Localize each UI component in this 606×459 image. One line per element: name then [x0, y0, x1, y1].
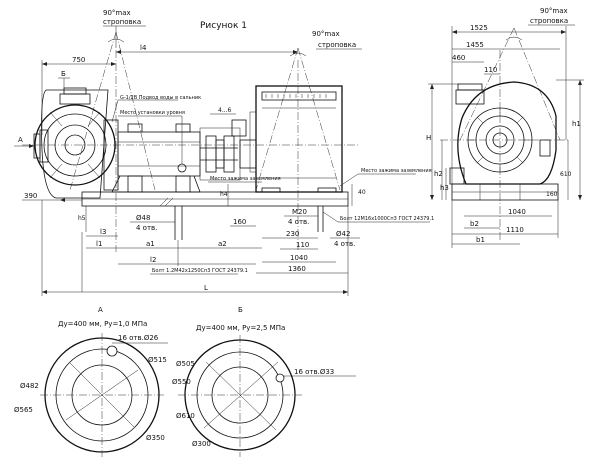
- rigging-text-right: строповка: [530, 17, 568, 25]
- dim-b2: b2: [470, 220, 479, 228]
- dim-1525: 1525: [470, 24, 488, 32]
- dim-a2: a2: [218, 240, 227, 248]
- dim-40: 40: [358, 189, 366, 196]
- dim-holes-left: 4 отв.: [136, 224, 157, 232]
- rigging-angle-mid: 90°max: [312, 30, 340, 38]
- dim-4-6: 4...6: [218, 107, 232, 114]
- note-grounding-top: Место зажима заземления: [361, 168, 432, 174]
- dim-l1: l1: [96, 240, 102, 248]
- flange-a-holes: 16 отв.Ø26: [118, 334, 159, 342]
- dim-1040: 1040: [290, 254, 308, 262]
- dim-h2: h2: [434, 170, 443, 178]
- rigging-triangle-mid: [255, 47, 341, 191]
- note-grounding-bottom: Место зажима заземления: [210, 176, 281, 182]
- flange-b-holes: 16 отв.Ø33: [294, 368, 334, 376]
- flange-b-bolt-hole: [275, 373, 285, 383]
- rigging-triangle-right: [459, 27, 561, 141]
- flange-a-detail: А Ду=400 мм, Ру=1,0 МПа 16 отв.Ø26 Ø515 …: [14, 306, 168, 457]
- side-dimensions: 1525 1455 460 110 H h2 h3 h1 610 160 104…: [426, 24, 584, 248]
- rigging-angle-right: 90°max: [540, 7, 568, 15]
- dim-b1: b1: [476, 236, 485, 244]
- dim-holes-right: 4 отв.: [334, 240, 355, 248]
- dim-h3: h3: [440, 184, 449, 192]
- dim-160: 160: [233, 218, 246, 226]
- dim-160-side: 160: [546, 191, 558, 198]
- dim-l3: l3: [100, 228, 106, 236]
- note-water-supply: G-1/2В Подвод воды в сальник: [120, 95, 201, 101]
- coupling-right: [223, 135, 235, 173]
- dim-h1: h1: [572, 120, 581, 128]
- figure-title: Рисунок 1: [200, 21, 247, 31]
- dim-460: 460: [452, 54, 465, 62]
- flange-a-d565: Ø565: [14, 406, 33, 414]
- rigging-label-left: 90°max строповка: [103, 9, 146, 27]
- dim-a1: a1: [146, 240, 155, 248]
- front-dimensions: l4 750 Б А 390 G-1/2В Подвод воды в саль…: [14, 44, 434, 296]
- flange-b-d505: Ø505: [176, 360, 195, 368]
- dim-1360: 1360: [288, 265, 306, 273]
- note-level-gauge: Место установки уровня: [120, 110, 185, 116]
- dim-h4: h4: [220, 191, 228, 198]
- dim-1110-side: 1110: [506, 226, 524, 234]
- dim-110-side: 110: [484, 66, 497, 74]
- note-bolt-top: Болт 12М16х1000Сп3 ГОСТ 24379.1: [340, 216, 434, 222]
- rigging-label-mid: 90°max строповка: [312, 30, 362, 50]
- rigging-text-left: строповка: [103, 18, 141, 26]
- flange-b-title: Б: [238, 306, 243, 314]
- view-letter-a: А: [18, 136, 23, 144]
- flange-a-title: А: [98, 306, 103, 314]
- dim-L: L: [204, 284, 208, 292]
- motor-front-view: [231, 85, 343, 193]
- coupling-left: [205, 135, 217, 173]
- flange-a-d350: Ø350: [146, 434, 165, 442]
- dim-390: 390: [24, 192, 37, 200]
- rigging-text-mid: строповка: [318, 41, 356, 49]
- pump-side-view: [449, 81, 559, 201]
- flange-a-spec: Ду=400 мм, Ру=1,0 МПа: [58, 320, 147, 328]
- flange-b-d610: Ø610: [176, 412, 195, 420]
- flange-a-d482: Ø482: [20, 382, 39, 390]
- flange-b-detail: Б Ду=400 мм, Ру=2,5 МПа 16 отв.Ø33 Ø505 …: [172, 306, 356, 457]
- note-bolt-bottom: Болт 1.2М42х1250Сп3 ГОСТ 24379.1: [152, 268, 248, 274]
- dim-phi48: Ø48: [136, 214, 150, 222]
- dim-m20: M20: [292, 208, 307, 216]
- dim-holes-mid: 4 отв.: [288, 218, 309, 226]
- flange-b-d550: Ø550: [172, 378, 191, 386]
- dim-610-side: 610: [560, 171, 572, 178]
- bearing-housing: [117, 131, 201, 177]
- dim-110: 110: [296, 241, 309, 249]
- motor-vent-lines: [265, 94, 327, 98]
- dim-1455: 1455: [466, 41, 484, 49]
- flange-a-bolt-hole: [106, 345, 118, 357]
- flange-b-spec: Ду=400 мм, Ру=2,5 МПа: [196, 324, 285, 332]
- dim-1040-side: 1040: [508, 208, 526, 216]
- dim-l2: l2: [150, 256, 156, 264]
- rigging-angle-left: 90°max: [103, 9, 131, 17]
- dim-h5: h5: [78, 215, 86, 222]
- dim-H: H: [426, 134, 431, 142]
- dim-230: 230: [286, 230, 299, 238]
- dim-phi42: Ø42: [336, 230, 350, 238]
- flange-a-d515: Ø515: [148, 356, 167, 364]
- view-letter-b: Б: [61, 70, 66, 78]
- rigging-label-right: 90°max строповка: [528, 7, 575, 26]
- dim-750: 750: [72, 56, 85, 64]
- rigging-triangle-left: [69, 26, 156, 191]
- flange-b-d300: Ø300: [192, 440, 211, 448]
- dim-l4: l4: [140, 44, 147, 52]
